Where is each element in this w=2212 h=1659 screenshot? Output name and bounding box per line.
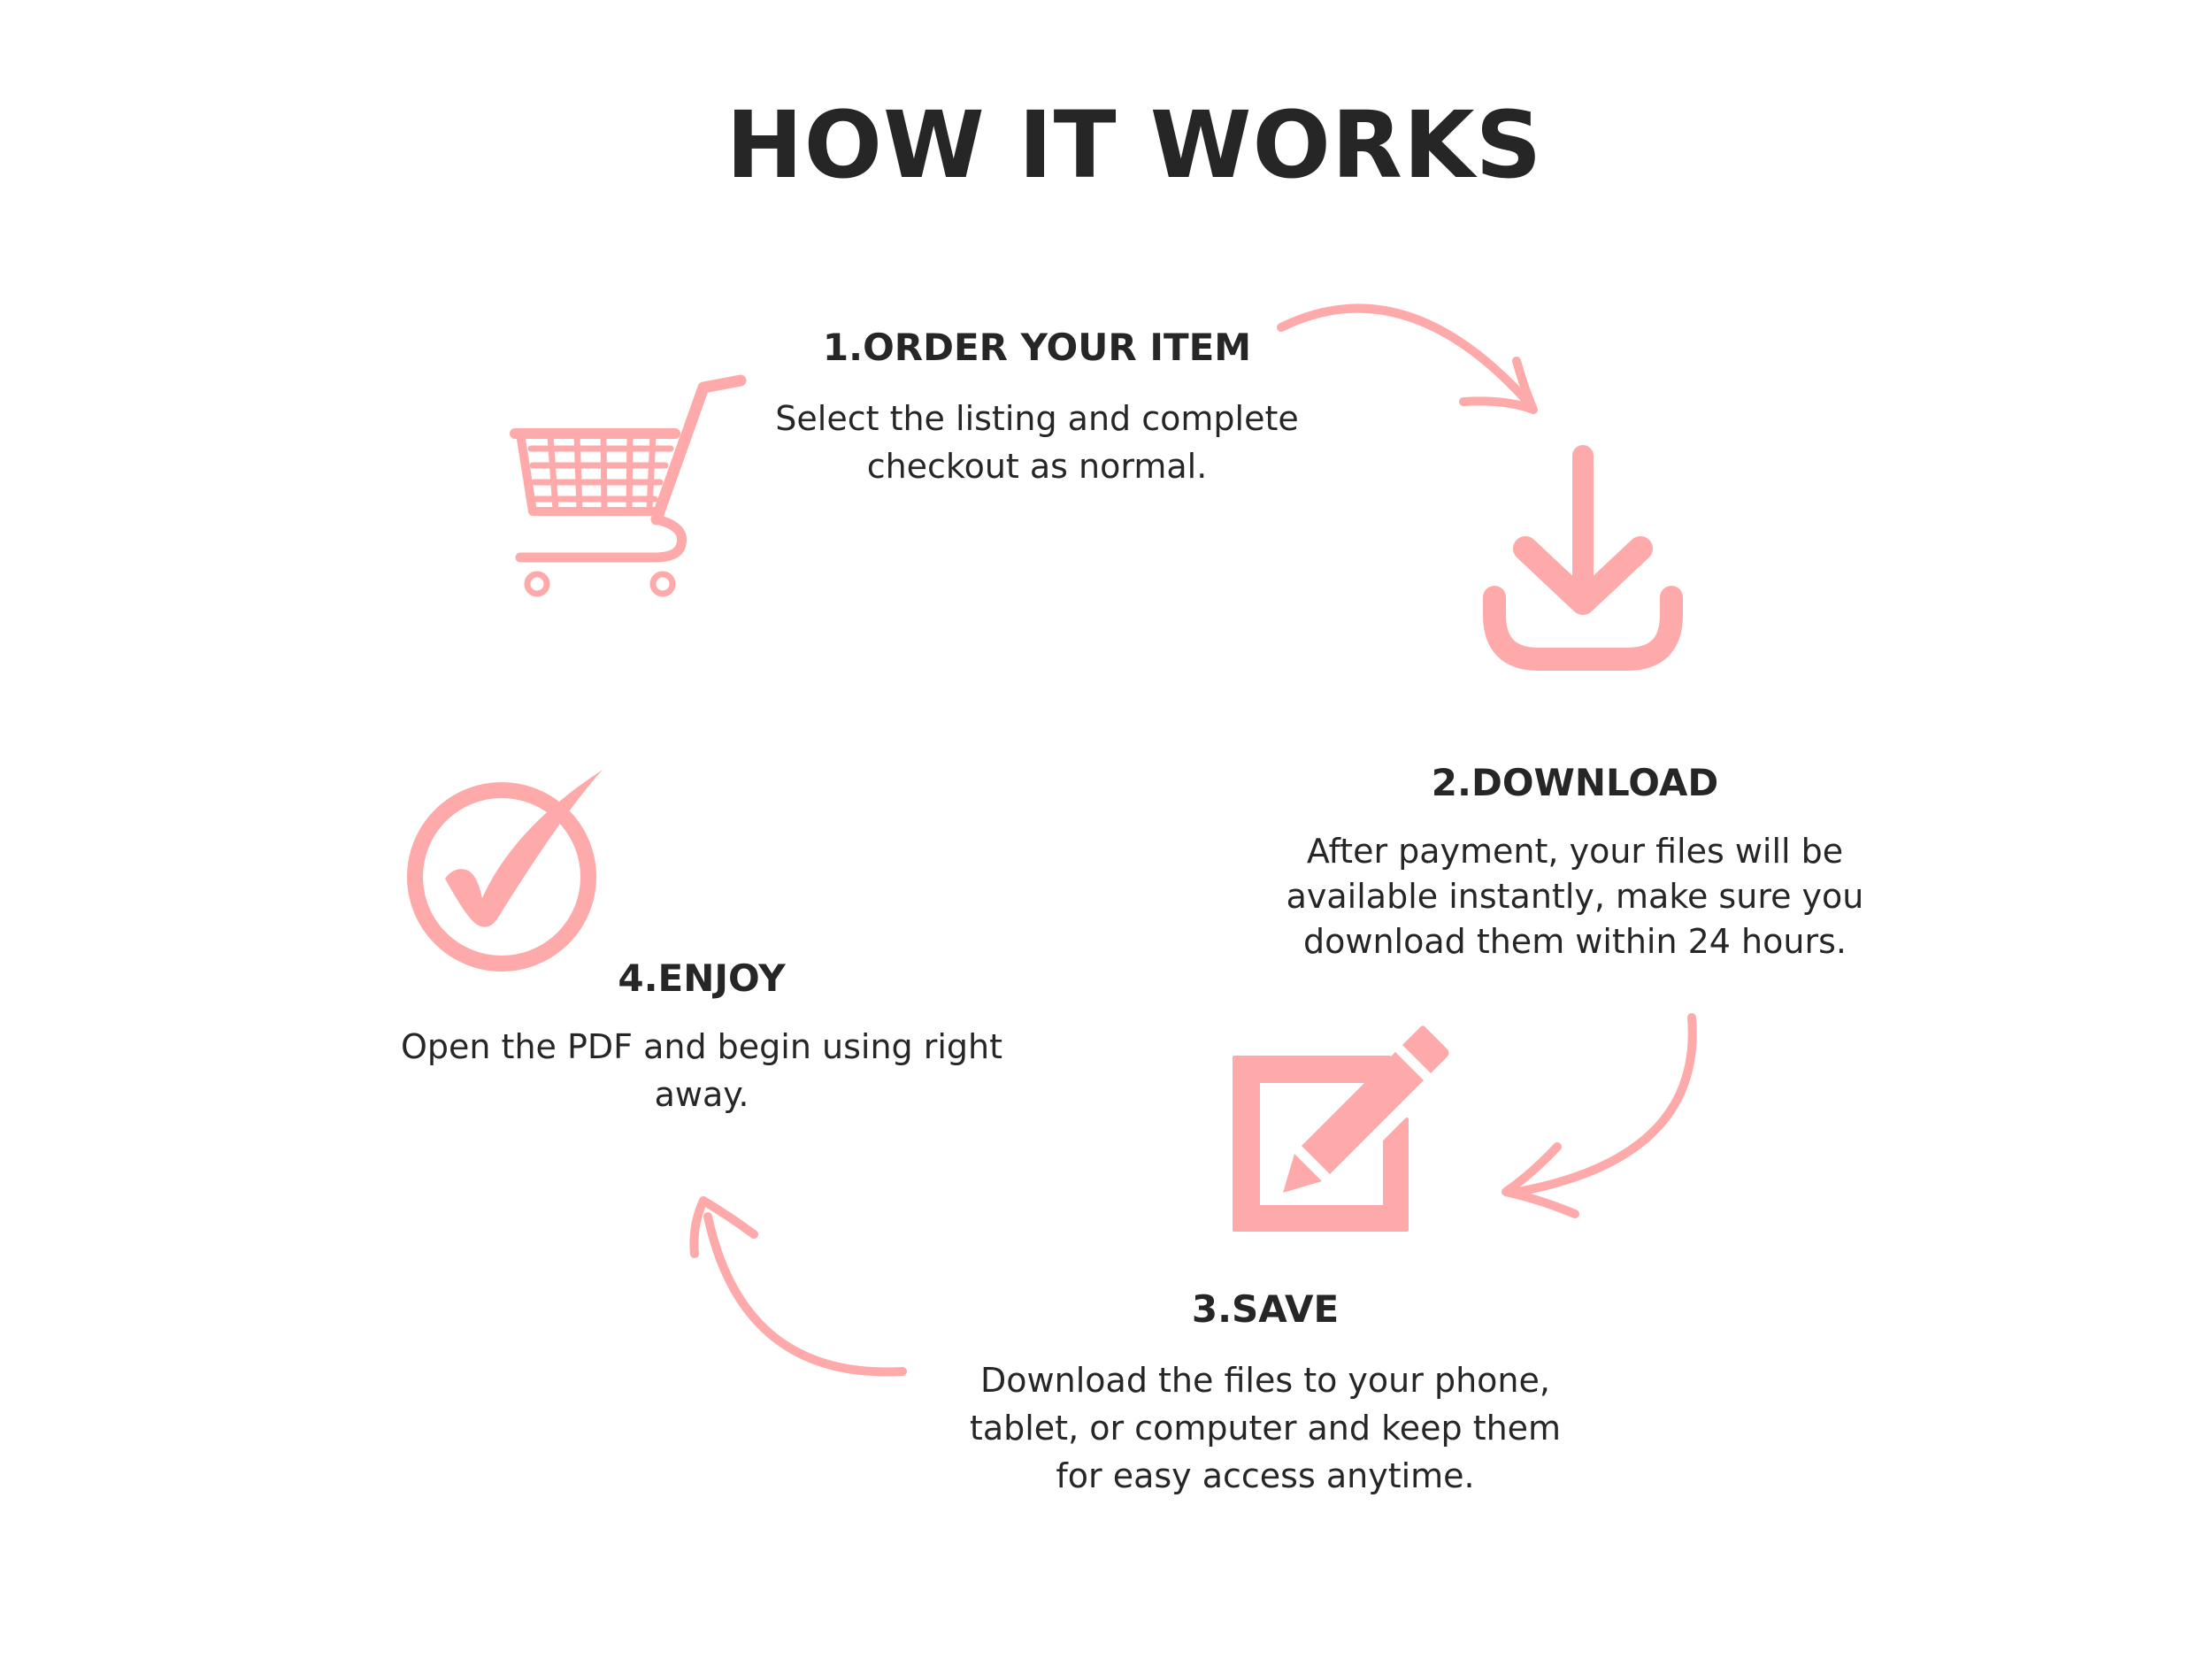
arrow-step1-to-step2 [1277, 303, 1538, 414]
page-title: HOW IT WORKS [726, 91, 1543, 199]
step-1-title: 1.ORDER YOUR ITEM [822, 326, 1252, 369]
step-3-title: 3.SAVE [1191, 1287, 1340, 1331]
step-4-title: 4.ENJOY [618, 956, 786, 1000]
arrow-step2-to-step3 [1502, 1013, 1697, 1218]
step-3-description: Download the files to your phone, tablet… [969, 1361, 1562, 1495]
step-2-title: 2.DOWNLOAD [1431, 761, 1719, 804]
check-circle-icon [407, 770, 603, 972]
edit-document-icon [1233, 1025, 1449, 1232]
download-icon [1483, 445, 1683, 671]
step-1-description: Select the listing and complete checkout… [775, 399, 1299, 486]
step-2-description: After payment, your files will be availa… [1286, 832, 1864, 961]
step-4-description: Open the PDF and begin using right away. [400, 1027, 1003, 1114]
shopping-cart-icon [510, 374, 747, 597]
arrow-step3-to-step4 [689, 1196, 907, 1377]
